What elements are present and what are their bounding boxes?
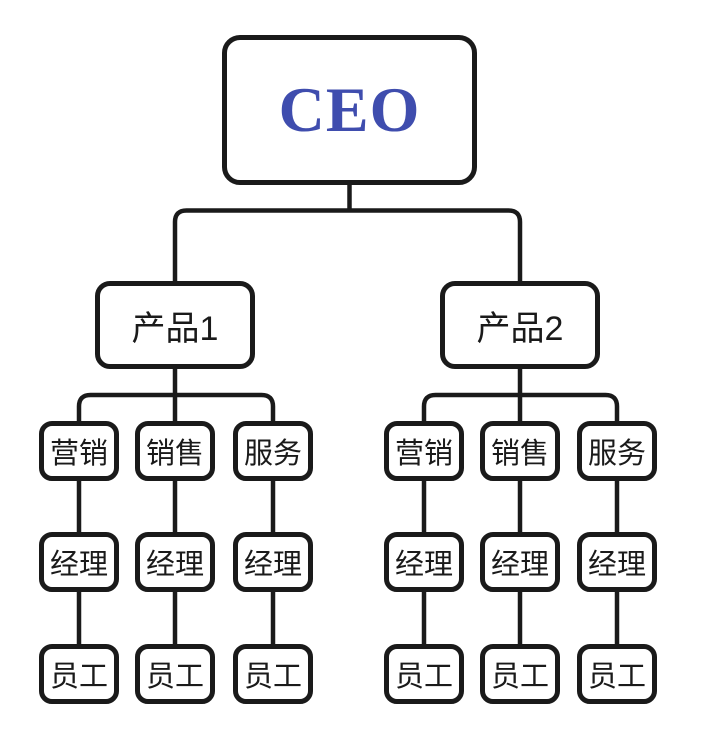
node-department-service-1: 服务	[233, 421, 313, 481]
connector-product2-to-departments	[421, 392, 620, 423]
node-staff-marketing-1: 员工	[39, 644, 119, 704]
connector-ceo-to-products	[172, 208, 523, 283]
node-product-1: 产品1	[95, 281, 255, 369]
node-staff-sales-2: 员工	[480, 644, 560, 704]
node-manager-sales-1: 经理	[135, 532, 215, 592]
node-manager-marketing-2: 经理	[384, 532, 464, 592]
node-department-service-2: 服务	[577, 421, 657, 481]
node-staff-service-2: 员工	[577, 644, 657, 704]
node-staff-service-1: 员工	[233, 644, 313, 704]
node-staff-marketing-2: 员工	[384, 644, 464, 704]
node-department-sales-1: 销售	[135, 421, 215, 481]
node-department-marketing-2: 营销	[384, 421, 464, 481]
node-staff-sales-1: 员工	[135, 644, 215, 704]
connector-departments-to-managers	[76, 478, 620, 534]
node-manager-sales-2: 经理	[480, 532, 560, 592]
node-department-marketing-1: 营销	[39, 421, 119, 481]
node-product-2: 产品2	[440, 281, 600, 369]
node-manager-marketing-1: 经理	[39, 532, 119, 592]
node-department-sales-2: 销售	[480, 421, 560, 481]
connector-managers-to-staff	[76, 590, 620, 646]
connector-product1-to-departments	[76, 392, 276, 423]
node-manager-service-1: 经理	[233, 532, 313, 592]
node-manager-service-2: 经理	[577, 532, 657, 592]
node-ceo: CEO	[222, 35, 477, 185]
